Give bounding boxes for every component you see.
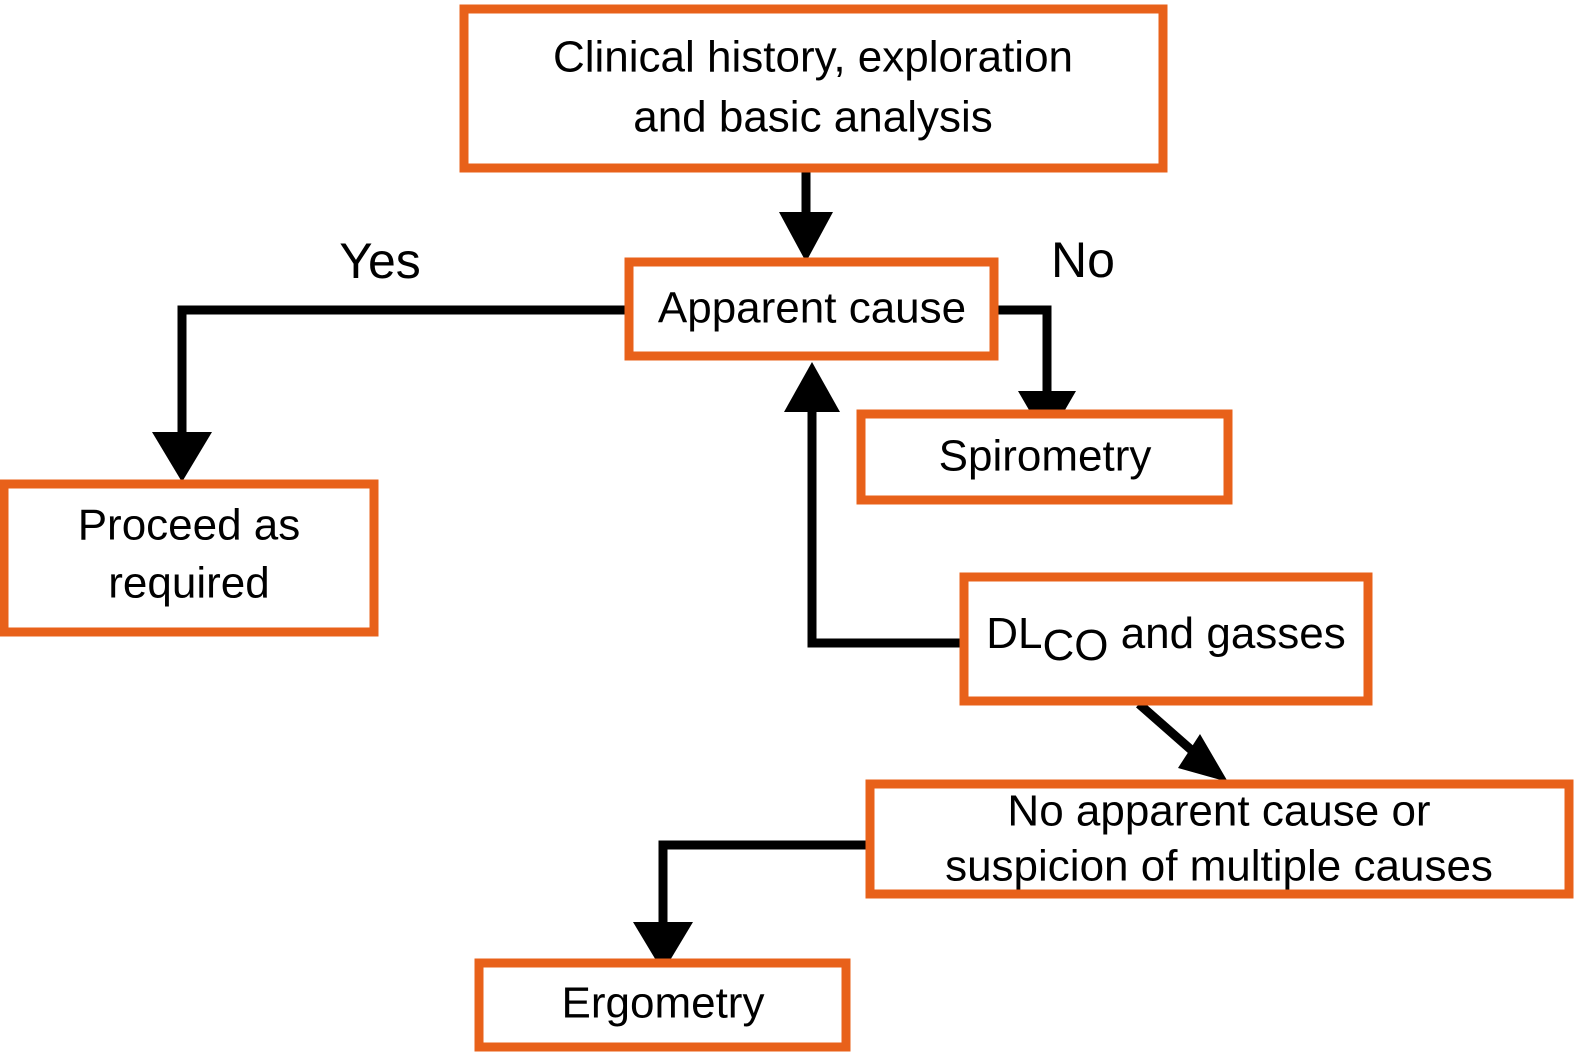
connector-no-apparent-cause-to-ergometry	[633, 840, 866, 972]
node-proceed-as-required-line2: required	[108, 559, 269, 608]
node-spirometry-label: Spirometry	[939, 432, 1152, 481]
edge-label-no: No	[1051, 232, 1115, 288]
node-clinical-history-line1: Clinical history, exploration	[553, 33, 1073, 82]
node-no-apparent-cause-line2: suspicion of multiple causes	[945, 842, 1493, 891]
connector-dlco-to-no-apparent-cause	[1136, 700, 1228, 782]
connector-clinical-to-apparent	[779, 172, 833, 262]
edge-label-yes: Yes	[339, 233, 421, 289]
connector-dlco-to-apparent-feedback	[784, 362, 960, 648]
node-ergometry[interactable]: Ergometry	[474, 958, 851, 1052]
node-clinical-history-line2: and basic analysis	[633, 93, 993, 142]
node-dlco-label: DLCO and gasses	[986, 609, 1346, 670]
node-no-apparent-cause-line1: No apparent cause or	[1007, 787, 1430, 836]
node-dlco-and-gasses[interactable]: DLCO and gasses	[959, 572, 1373, 706]
connector-yes-branch	[152, 305, 625, 482]
node-proceed-as-required-line1: Proceed as	[78, 501, 301, 550]
node-dlco-subscript: CO	[1042, 621, 1108, 670]
node-apparent-cause[interactable]: Apparent cause	[624, 257, 999, 361]
node-dlco-suffix: and gasses	[1108, 609, 1345, 658]
node-clinical-history[interactable]: Clinical history, exploration and basic …	[459, 4, 1168, 173]
node-apparent-cause-label: Apparent cause	[658, 284, 966, 333]
node-no-apparent-cause[interactable]: No apparent cause or suspicion of multip…	[865, 779, 1574, 899]
node-ergometry-label: Ergometry	[562, 979, 765, 1028]
node-proceed-as-required[interactable]: Proceed as required	[0, 479, 379, 637]
node-dlco-prefix: DL	[986, 609, 1042, 658]
node-spirometry[interactable]: Spirometry	[856, 409, 1233, 505]
